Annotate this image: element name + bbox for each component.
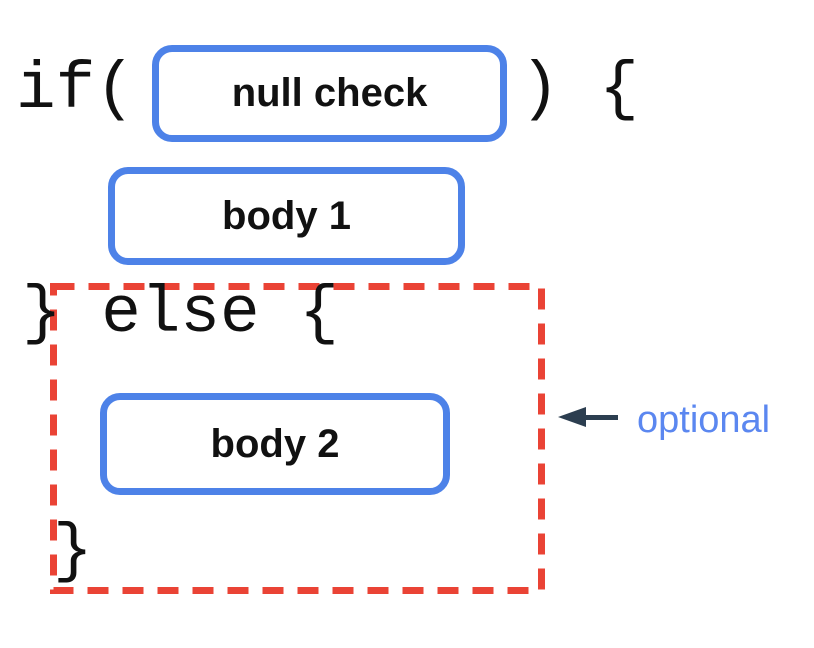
optional-else-region-outline (50, 283, 545, 594)
else-line-text: } else { (22, 276, 339, 351)
body2-label: body 2 (210, 421, 340, 466)
body1-label: body 1 (222, 193, 351, 238)
condition-label: null check (231, 71, 428, 115)
left-arrow-shaft (584, 415, 618, 420)
body2-box: body 2 (100, 393, 450, 495)
if-keyword-text: if( (16, 52, 135, 127)
body1-box: body 1 (108, 167, 465, 265)
closing-brace-text: } (53, 514, 93, 589)
close-paren-open-brace-text: ) { (520, 52, 639, 127)
condition-box: null check (152, 45, 507, 142)
left-arrow-icon (558, 407, 586, 427)
optional-annotation-label: optional (637, 399, 771, 441)
